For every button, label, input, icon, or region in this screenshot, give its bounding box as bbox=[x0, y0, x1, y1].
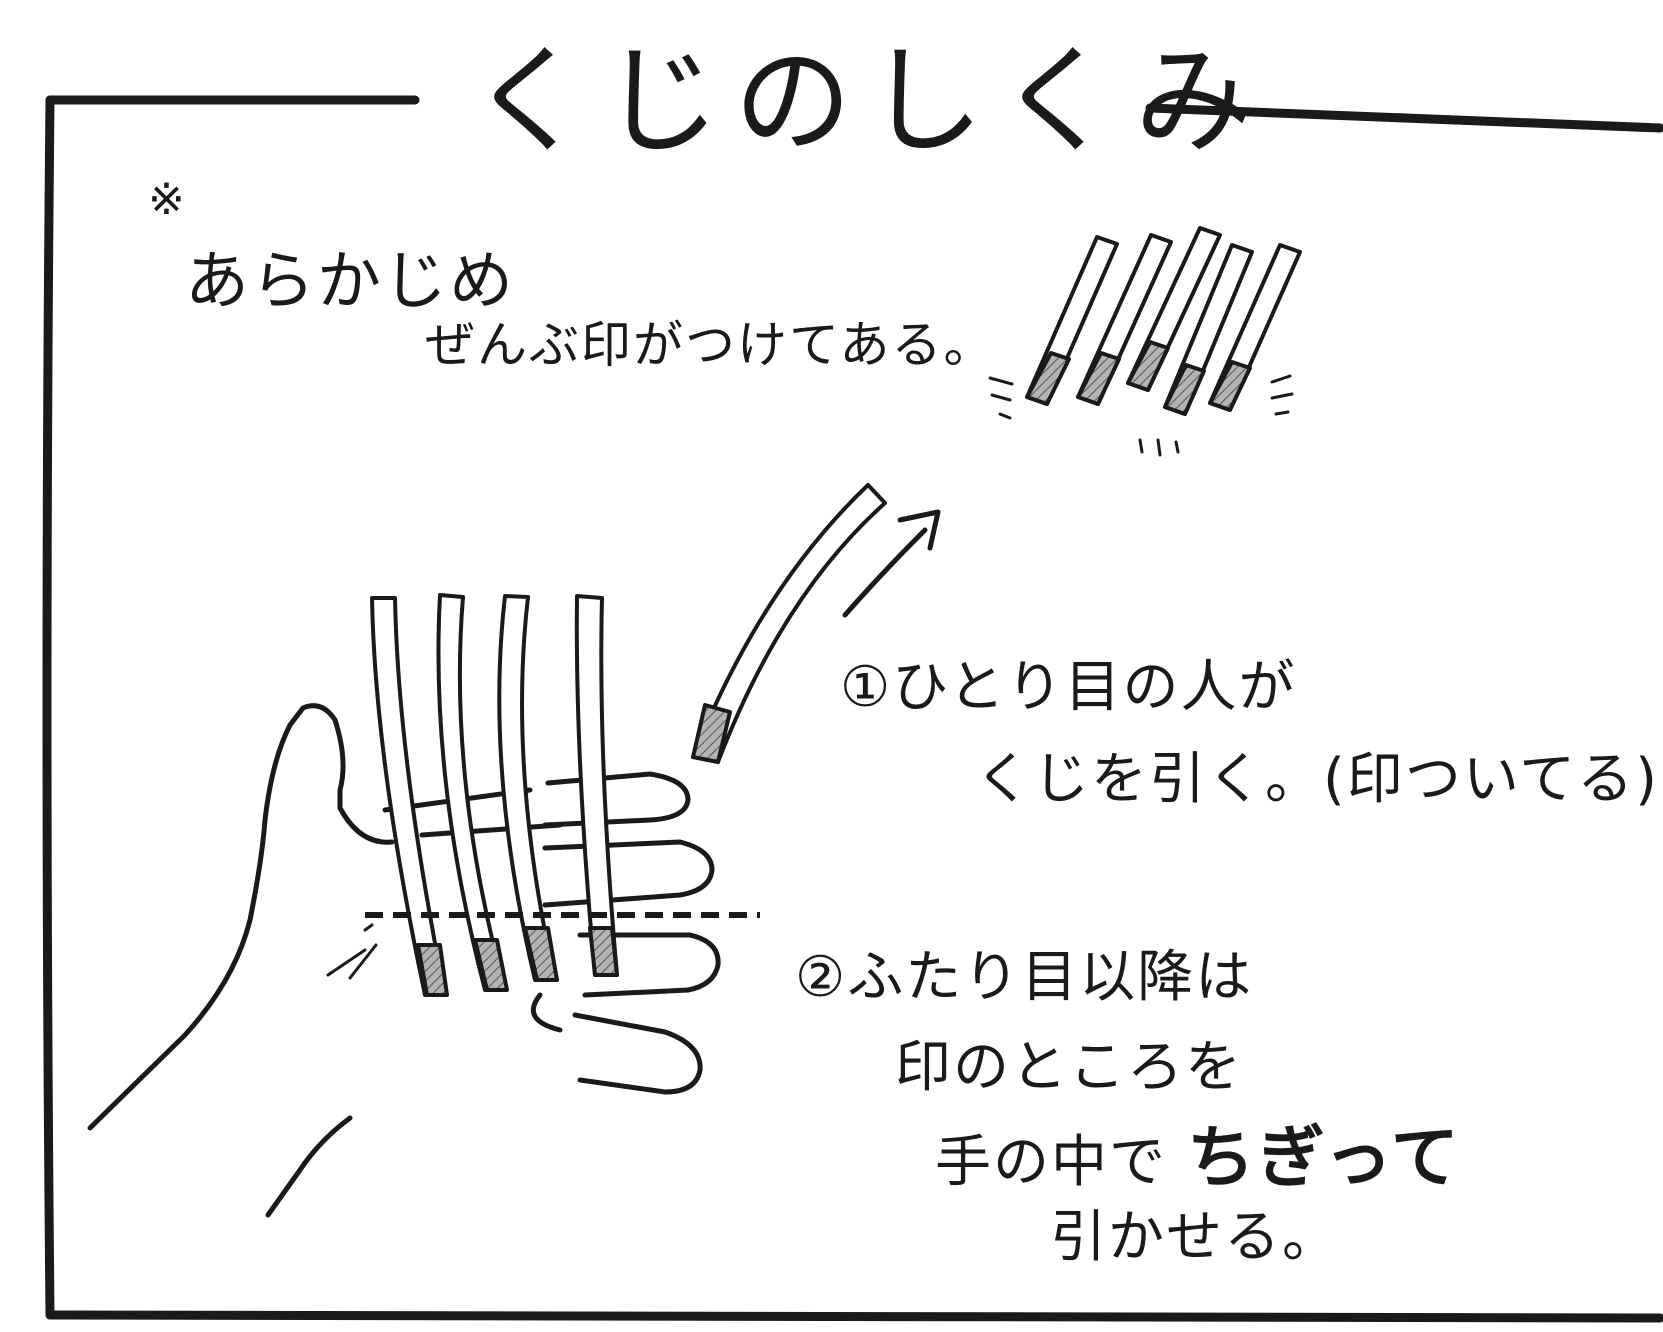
hand-palm-crease bbox=[530, 992, 563, 1033]
diagram-title: くじのしくみ bbox=[470, 32, 1267, 170]
drawn-stick bbox=[691, 483, 887, 764]
step2-emphasis: ちぎって bbox=[1186, 1119, 1461, 1198]
palm-crease-line bbox=[419, 822, 563, 838]
held-stick bbox=[574, 594, 619, 977]
held-stick bbox=[436, 593, 509, 992]
marked-sticks-group bbox=[1025, 226, 1302, 416]
held-stick bbox=[370, 596, 449, 997]
marked-stick bbox=[1163, 243, 1254, 416]
frame bbox=[42, 95, 1663, 1323]
hand-finger-2 bbox=[542, 839, 715, 908]
marked-stick bbox=[1076, 233, 1173, 406]
hand-finger-4 bbox=[572, 1012, 703, 1095]
step2-line-1: ②ふたり目以降は bbox=[795, 945, 1254, 1010]
frame-bottom bbox=[45, 1310, 1663, 1323]
frame-top-right bbox=[1145, 103, 1663, 133]
frame-left bbox=[42, 95, 55, 1320]
tear-marks bbox=[326, 923, 378, 980]
arrow-icon bbox=[842, 509, 941, 618]
step2-line-3: 手の中で ちぎって bbox=[935, 1125, 1461, 1193]
note-line-2: ぜんぶ印がつけてある。 bbox=[425, 316, 996, 374]
marked-stick bbox=[1208, 243, 1302, 412]
note-line-1: あらかじめ bbox=[185, 245, 515, 319]
step2-line-3-text: 手の中で bbox=[935, 1130, 1167, 1195]
step1-line-1: ①ひとり目の人が bbox=[840, 655, 1297, 720]
hand-palm-base bbox=[265, 1115, 353, 1218]
hand-finger-3 bbox=[577, 932, 721, 998]
hand-outline bbox=[87, 703, 395, 1131]
held-stick bbox=[497, 594, 559, 982]
sparkle-marks bbox=[988, 374, 1294, 457]
hand-finger-1 bbox=[542, 771, 691, 828]
step2-line-4: 引かせる。 bbox=[1050, 1205, 1340, 1270]
step1-line-2: くじを引く。(印ついてる) bbox=[975, 747, 1660, 812]
note-mark: ※ bbox=[148, 174, 187, 225]
step2-line-2: 印のところを bbox=[895, 1035, 1243, 1100]
marked-stick bbox=[1025, 235, 1119, 406]
held-sticks bbox=[370, 593, 619, 997]
marked-stick bbox=[1126, 226, 1222, 392]
